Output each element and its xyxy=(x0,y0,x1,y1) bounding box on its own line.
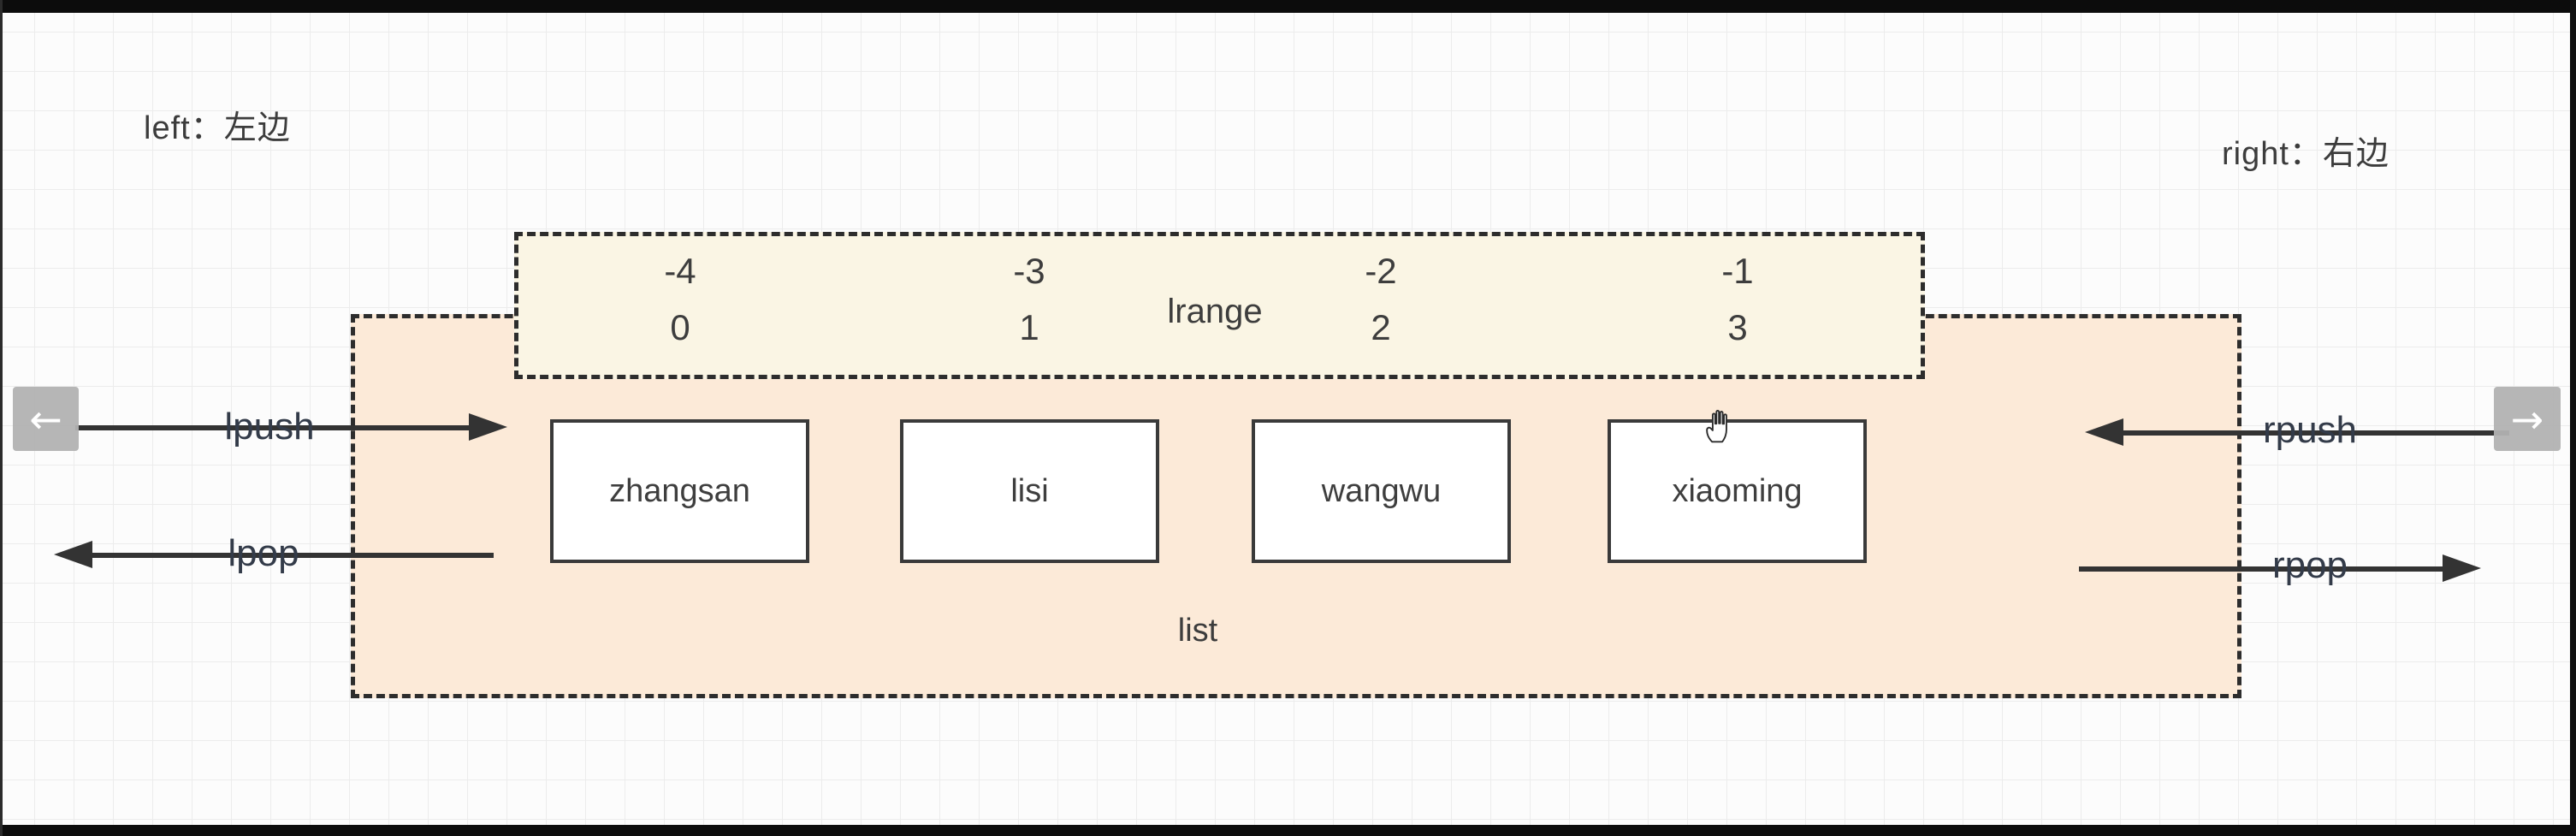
rpush-label: rpush xyxy=(2262,409,2358,451)
letterbox-top-bar xyxy=(0,0,2576,13)
index-column-4: -1 3 xyxy=(1686,253,1789,346)
right-side-annotation: right：右边 xyxy=(2222,136,2389,172)
list-label: list xyxy=(1177,613,1218,649)
list-item: xiaoming xyxy=(1608,419,1867,563)
lrange-index-box: -4 0 -3 1 -2 2 -1 3 lrange xyxy=(514,232,1925,379)
rpush-arrowhead-icon xyxy=(2085,418,2123,446)
positive-index: 1 xyxy=(1019,307,1039,347)
left-side-annotation: left：左边 xyxy=(144,110,291,146)
positive-index: 0 xyxy=(670,307,690,347)
lpop-arrow-line xyxy=(92,553,494,558)
index-column-3: -2 2 xyxy=(1329,253,1432,346)
screen-right-edge xyxy=(2570,0,2576,836)
right-arrow-icon: → xyxy=(2510,395,2544,442)
rpop-arrow-line xyxy=(2079,566,2443,572)
next-slide-button[interactable]: → xyxy=(2494,387,2561,451)
positive-index: 3 xyxy=(1727,307,1748,347)
screen-left-edge xyxy=(0,0,3,836)
list-item: zhangsan xyxy=(550,419,809,563)
lrange-label: lrange xyxy=(1167,293,1263,330)
left-arrow-icon: ← xyxy=(29,395,62,442)
lpush-arrowhead-icon xyxy=(469,413,507,441)
rpop-label: rpop xyxy=(2271,544,2348,586)
lpop-label: lpop xyxy=(228,532,299,574)
hand-cursor-icon xyxy=(1706,410,1727,443)
lpush-label: lpush xyxy=(224,406,315,448)
list-item-label: xiaoming xyxy=(1672,472,1803,509)
positive-index: 2 xyxy=(1371,307,1391,347)
list-item-label: zhangsan xyxy=(609,472,750,509)
list-item: wangwu xyxy=(1252,419,1511,563)
negative-index: -3 xyxy=(1013,251,1045,291)
negative-index: -4 xyxy=(664,251,696,291)
negative-index: -1 xyxy=(1721,251,1754,291)
index-column-2: -3 1 xyxy=(978,253,1081,346)
lpush-arrow-line xyxy=(75,425,469,430)
lpop-arrowhead-icon xyxy=(54,541,92,568)
negative-index: -2 xyxy=(1365,251,1397,291)
letterbox-bottom-bar xyxy=(0,825,2576,836)
list-item-label: lisi xyxy=(1010,472,1049,509)
rpop-arrowhead-icon xyxy=(2443,554,2481,582)
list-item: lisi xyxy=(900,419,1159,563)
list-item-label: wangwu xyxy=(1321,472,1442,509)
previous-slide-button[interactable]: ← xyxy=(13,387,79,451)
index-column-1: -4 0 xyxy=(629,253,731,346)
rpush-arrow-line xyxy=(2123,430,2509,436)
